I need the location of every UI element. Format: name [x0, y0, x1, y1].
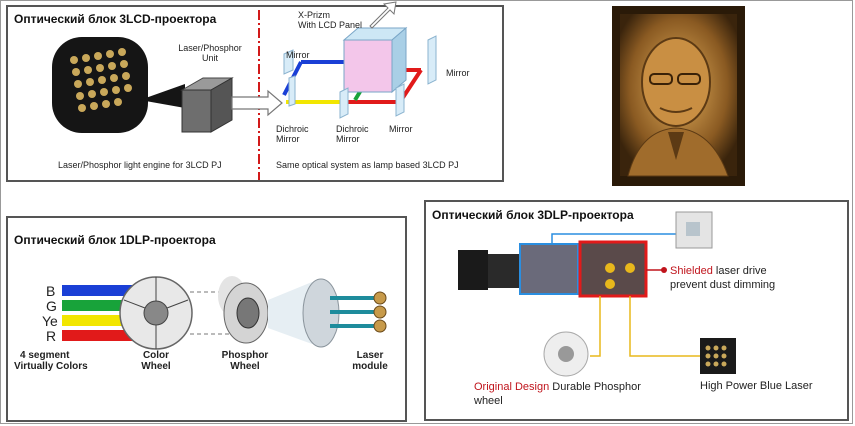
- mirror-plate: [395, 83, 405, 117]
- bar-red: [62, 330, 156, 341]
- mirror-plate: [288, 75, 296, 107]
- label-mirror-top-left: Mirror: [286, 50, 310, 60]
- panel-3lcd-title: Оптический блок 3LCD-проектора: [14, 12, 217, 26]
- color-letter-ye: Ye: [42, 313, 58, 329]
- color-letter-b: B: [46, 283, 56, 299]
- laser-module-icons: [373, 291, 387, 333]
- bar-yellow: [62, 315, 156, 326]
- label-high-power-blue-laser: High Power Blue Laser: [700, 380, 813, 392]
- label-mirror-right: Mirror: [446, 68, 470, 78]
- mirror-plate: [283, 49, 294, 75]
- bar-green: [62, 300, 156, 311]
- panel-3dlp-title: Оптический блок 3DLP-проектора: [432, 208, 634, 222]
- color-letter-g: G: [46, 298, 57, 314]
- label-shielded-laser-drive: Shielded laser drive prevent dust dimmin…: [670, 265, 776, 291]
- caption-left: Laser/Phosphor light engine for 3LCD PJ: [58, 160, 222, 170]
- bar-blue: [62, 285, 156, 296]
- laser-unit-cube: [180, 77, 234, 133]
- panel-3dlp: [424, 200, 849, 421]
- color-letter-r: R: [46, 328, 57, 344]
- x-prism-cube: [342, 26, 408, 94]
- color-wheel: [119, 276, 193, 350]
- label-original-design: Original Design Durable Phosphor wheel: [474, 381, 641, 407]
- panel-1dlp-title: Оптический блок 1DLP-проектора: [14, 233, 216, 247]
- original-design-word: Original Design: [474, 381, 550, 393]
- shielded-word: Shielded: [670, 265, 713, 277]
- mirror-plate: [339, 87, 349, 119]
- caption-right: Same optical system as lamp based 3LCD P…: [276, 160, 459, 170]
- label-mirror-bottom-right: Mirror: [389, 124, 413, 134]
- phosphor-wheel: [218, 276, 269, 344]
- mirror-plate: [427, 35, 437, 85]
